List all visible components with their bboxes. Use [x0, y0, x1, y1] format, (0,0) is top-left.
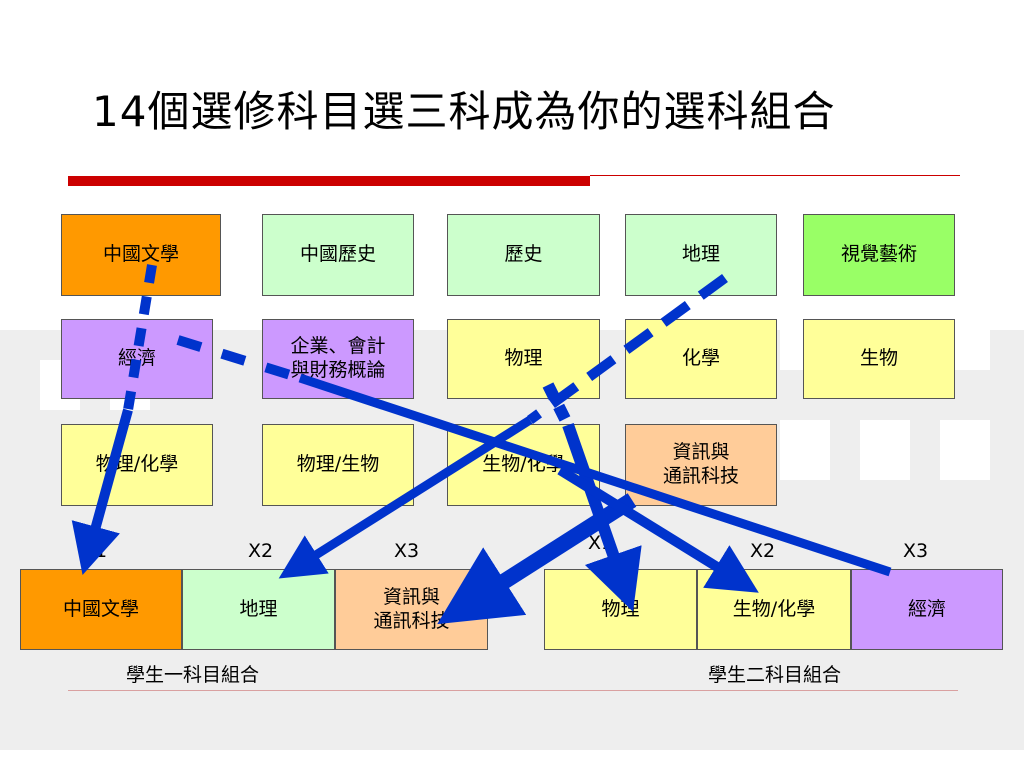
subject-economics: 經濟 [61, 319, 213, 399]
title-underline-bar [68, 176, 590, 186]
combo1-x1-label: X1 [82, 540, 108, 562]
subject-chinese-history: 中國歷史 [262, 214, 414, 296]
subject-biology-chemistry: 生物/化學 [447, 424, 600, 506]
subject-biology: 生物 [803, 319, 955, 399]
combo1-caption: 學生一科目組合 [126, 664, 260, 686]
combo2-x2-label: X2 [750, 540, 776, 562]
subject-chinese-literature: 中國文學 [61, 214, 221, 296]
subject-chemistry: 化學 [625, 319, 777, 399]
combo1-x2-label: X2 [248, 540, 274, 562]
page-title: 14個選修科目選三科成為你的選科組合 [92, 87, 836, 136]
combo1-slot-x2: 地理 [182, 569, 335, 650]
subject-physics-biology: 物理/生物 [262, 424, 414, 506]
subject-physics: 物理 [447, 319, 600, 399]
subject-geography: 地理 [625, 214, 777, 296]
combo2-slot-x3: 經濟 [851, 569, 1003, 650]
combo2-x3-label: X3 [903, 540, 929, 562]
bottom-divider [68, 690, 958, 691]
subject-bafs: 企業、會計 與財務概論 [262, 319, 414, 399]
combo2-x1-label: X1 [588, 532, 614, 554]
combo2-caption: 學生二科目組合 [708, 664, 842, 686]
subject-ict: 資訊與 通訊科技 [625, 424, 777, 506]
subject-visual-arts: 視覺藝術 [803, 214, 955, 296]
subject-history: 歷史 [447, 214, 600, 296]
combo1-slot-x1: 中國文學 [20, 569, 182, 650]
combo1-slot-x3: 資訊與 通訊科技 [335, 569, 488, 650]
combo1-x3-label: X3 [394, 540, 420, 562]
subject-physics-chemistry: 物理/化學 [61, 424, 213, 506]
combo2-slot-x2: 生物/化學 [697, 569, 851, 650]
title-underline-line [590, 175, 960, 176]
combo2-slot-x1: 物理 [544, 569, 697, 650]
